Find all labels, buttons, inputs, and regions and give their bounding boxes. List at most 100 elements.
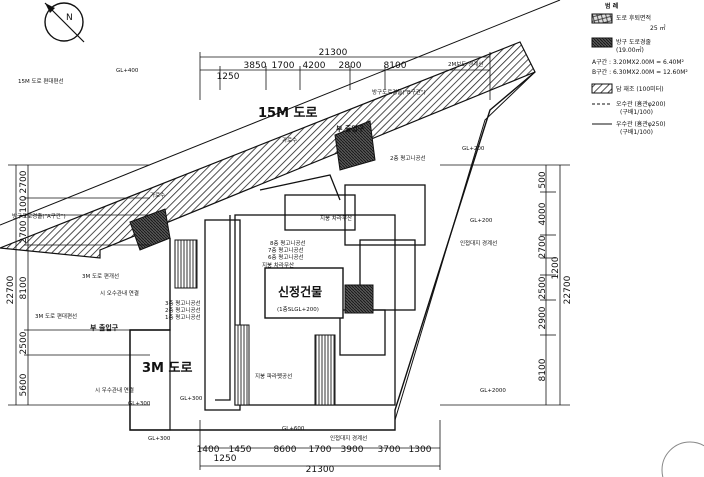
bottom-dim-1: 1400 [197,445,220,455]
level-gl200a: GL+200 [462,146,485,152]
legend-calc-b: B구간 : 6.30MX2.00M = 12.60M² [592,68,688,76]
level-gl200b: GL+200 [470,218,493,224]
note-17: 2층 평고니공선 [165,306,201,314]
core-void-2 [234,324,250,406]
stamp-seal [661,441,704,477]
left-dim-2: 1100 [19,195,29,218]
note-4: 부 출입구 [336,124,365,133]
note-1: 방구도로경줄("A구간") [12,212,66,220]
legend-swatch-widening [591,37,613,48]
top-dim-6: 8100 [384,61,407,71]
top-dim-2: 3850 [244,61,267,71]
left-dim-4: 8100 [19,276,29,299]
adjacent-lot-line [394,71,536,421]
legend-item-4-slope: (구배1/100) [620,108,653,116]
left-dim-3: 2700 [19,220,29,243]
note-14: 시 오수관내 연결 [100,289,139,297]
stair-block-left [174,239,198,289]
top-dim-5: 2800 [339,61,362,71]
left-dim-5: 2500 [19,331,29,354]
bottom-dim-2: 1450 [229,445,252,455]
note-20: 2층 평고니공선 [390,154,426,162]
legend-item-2-area: (19.00㎡) [616,46,644,54]
top-dim-4: 4200 [303,61,326,71]
bottom-dimension-chain [199,420,441,470]
level-gl400: GL+400 [116,68,139,74]
right-dimension-chain [440,164,570,406]
side-road-boundary-label: 3M 도로 편대편선 [35,312,77,320]
building-label-box [264,267,344,319]
level-gl2000: GL+2000 [480,388,506,394]
note-18: 1층 평고니공선 [165,313,201,321]
entry-block [129,329,171,431]
top-dim-1: 1250 [217,72,240,82]
right-dim-4: 1200 [551,256,561,279]
legend-item-3: 담 재조 (100미터) [616,85,664,93]
legend-item-2: 방구 도로경줄 [616,38,652,46]
bottom-dim-6: 3700 [378,445,401,455]
left-dim-6: 5600 [19,373,29,396]
bottom-dim-7: 1300 [409,445,432,455]
legend-item-4: 오수관 (흄관φ200) [616,100,666,108]
right-total-dim: 22700 [563,275,573,304]
note-15: 시 우수관내 연결 [95,386,134,394]
level-gl300b: GL+300 [128,401,151,407]
top-total-dim: 21300 [319,48,348,58]
note-2: 가로수 [150,191,165,199]
note-9: 6층 평고니공선 [268,253,304,261]
road-widening-block-b [334,120,376,171]
note-12: 인접대지 경계선 [330,434,367,442]
top-dim-3: 1700 [272,61,295,71]
legend-calc-a: A구간 : 3.20MX2.00M = 6.40M² [592,58,685,66]
right-dim-2: 4000 [538,202,548,225]
note-11: 인접대지 경계선 [460,239,497,247]
main-road-label: 15M 도로 [258,106,318,121]
stair-block-center [344,284,374,314]
right-dim-6: 2900 [538,306,548,329]
bottom-dim-3: 8600 [274,445,297,455]
left-dim-1: 2700 [19,170,29,193]
legend-item-5: 우수관 (흄관φ250) [616,120,666,128]
core-void [314,334,336,406]
top-dimension-chain [199,52,491,100]
building-title: 신정건물 [278,284,322,299]
legend: 범 례 도로 후퇴면적 25 ㎡ 방구 도로경줄 (19.00㎡) A구간 : … [591,2,688,136]
note-10: 지붕 차라무산 [262,261,294,269]
compass-label: N [66,13,73,23]
legend-item-1: 도로 후퇴면적 [616,14,651,22]
bottom-dim-4: 1700 [309,445,332,455]
note-6: 지붕 차라무산 [320,214,352,222]
right-dim-3: 2700 [538,235,548,258]
bottom-dim-5: 3900 [341,445,364,455]
level-gl300c: GL+300 [148,436,171,442]
main-road-setback-strip [0,41,536,259]
note-5: 부 출입구 [90,323,119,332]
legend-title: 범 례 [605,2,619,10]
note-3: 가로수 [282,136,297,144]
side-road-label: 3M 도로 [142,361,192,376]
left-dimension-chain [8,164,150,406]
legend-swatch-setback [591,13,613,24]
note-8: 7층 평고니공선 [268,246,304,254]
note-13: 지붕 파라펫공선 [255,372,292,380]
bottom-total-dim: 21300 [306,465,335,475]
main-road-boundary-label: 15M 도로 편대편선 [18,77,64,85]
right-dim-5: 2500 [538,276,548,299]
note-16: 3층 평고니공선 [165,299,201,307]
side-road-top-label: 2M보도 경계선 [448,60,483,68]
side-road-left-label: 3M 도로 편개선 [82,272,119,280]
note-19: 방구도로경줄("B구간") [372,88,426,96]
north-arrow-icon: N [44,2,85,43]
right-dim-7: 8100 [538,358,548,381]
level-gl300: GL+300 [180,396,203,402]
legend-item-1-area: 25 ㎡ [650,24,666,32]
level-gl600: GL+600 [282,426,305,432]
building-subtitle: (1층SLGL+200) [277,305,319,313]
note-7: 8층 평고니공선 [270,239,306,247]
right-dim-1: 500 [538,171,548,188]
bottom-sub-dim: 1250 [214,454,237,464]
left-total-dim: 22700 [6,275,16,304]
legend-swatch-wall [591,83,613,94]
legend-item-5-slope: (구배1/100) [620,128,653,136]
